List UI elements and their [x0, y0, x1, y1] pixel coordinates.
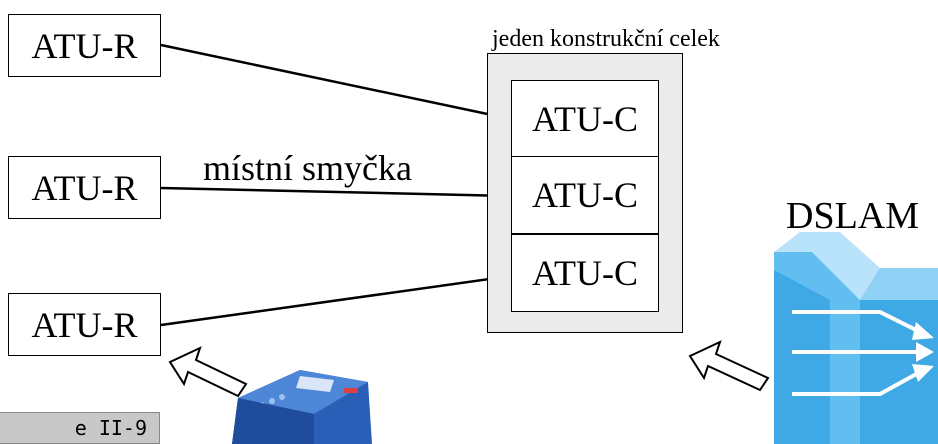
atu-r-label-1: ATU-R — [31, 25, 138, 66]
slide-number-tag: e II-9 — [0, 412, 160, 444]
hollow-arrow-icon — [688, 340, 770, 392]
local-loop-label: místní smyčka — [203, 148, 412, 188]
line-atur1-atuc1 — [160, 43, 512, 121]
modem-icon — [232, 370, 372, 444]
atu-r-box-1: ATU-R — [8, 14, 161, 77]
hollow-arrow-icon — [168, 346, 248, 398]
atu-c-box-3: ATU-C — [511, 234, 659, 312]
atu-c-label-3: ATU-C — [532, 253, 638, 293]
atu-r-box-2: ATU-R — [8, 156, 161, 219]
line-atur3-atuc3 — [160, 274, 512, 327]
dslam-icon — [774, 232, 938, 444]
container-label: jeden konstrukční celek — [492, 26, 720, 52]
atu-r-label-3: ATU-R — [31, 304, 138, 345]
atu-c-box-2: ATU-C — [511, 156, 659, 234]
atu-r-label-2: ATU-R — [31, 167, 138, 208]
atu-c-box-1: ATU-C — [511, 80, 659, 158]
line-atur2-atuc2 — [160, 186, 512, 198]
atu-c-label-1: ATU-C — [532, 99, 638, 139]
atu-r-box-3: ATU-R — [8, 293, 161, 356]
atu-c-label-2: ATU-C — [532, 175, 638, 215]
dslam-label: DSLAM — [786, 195, 920, 237]
